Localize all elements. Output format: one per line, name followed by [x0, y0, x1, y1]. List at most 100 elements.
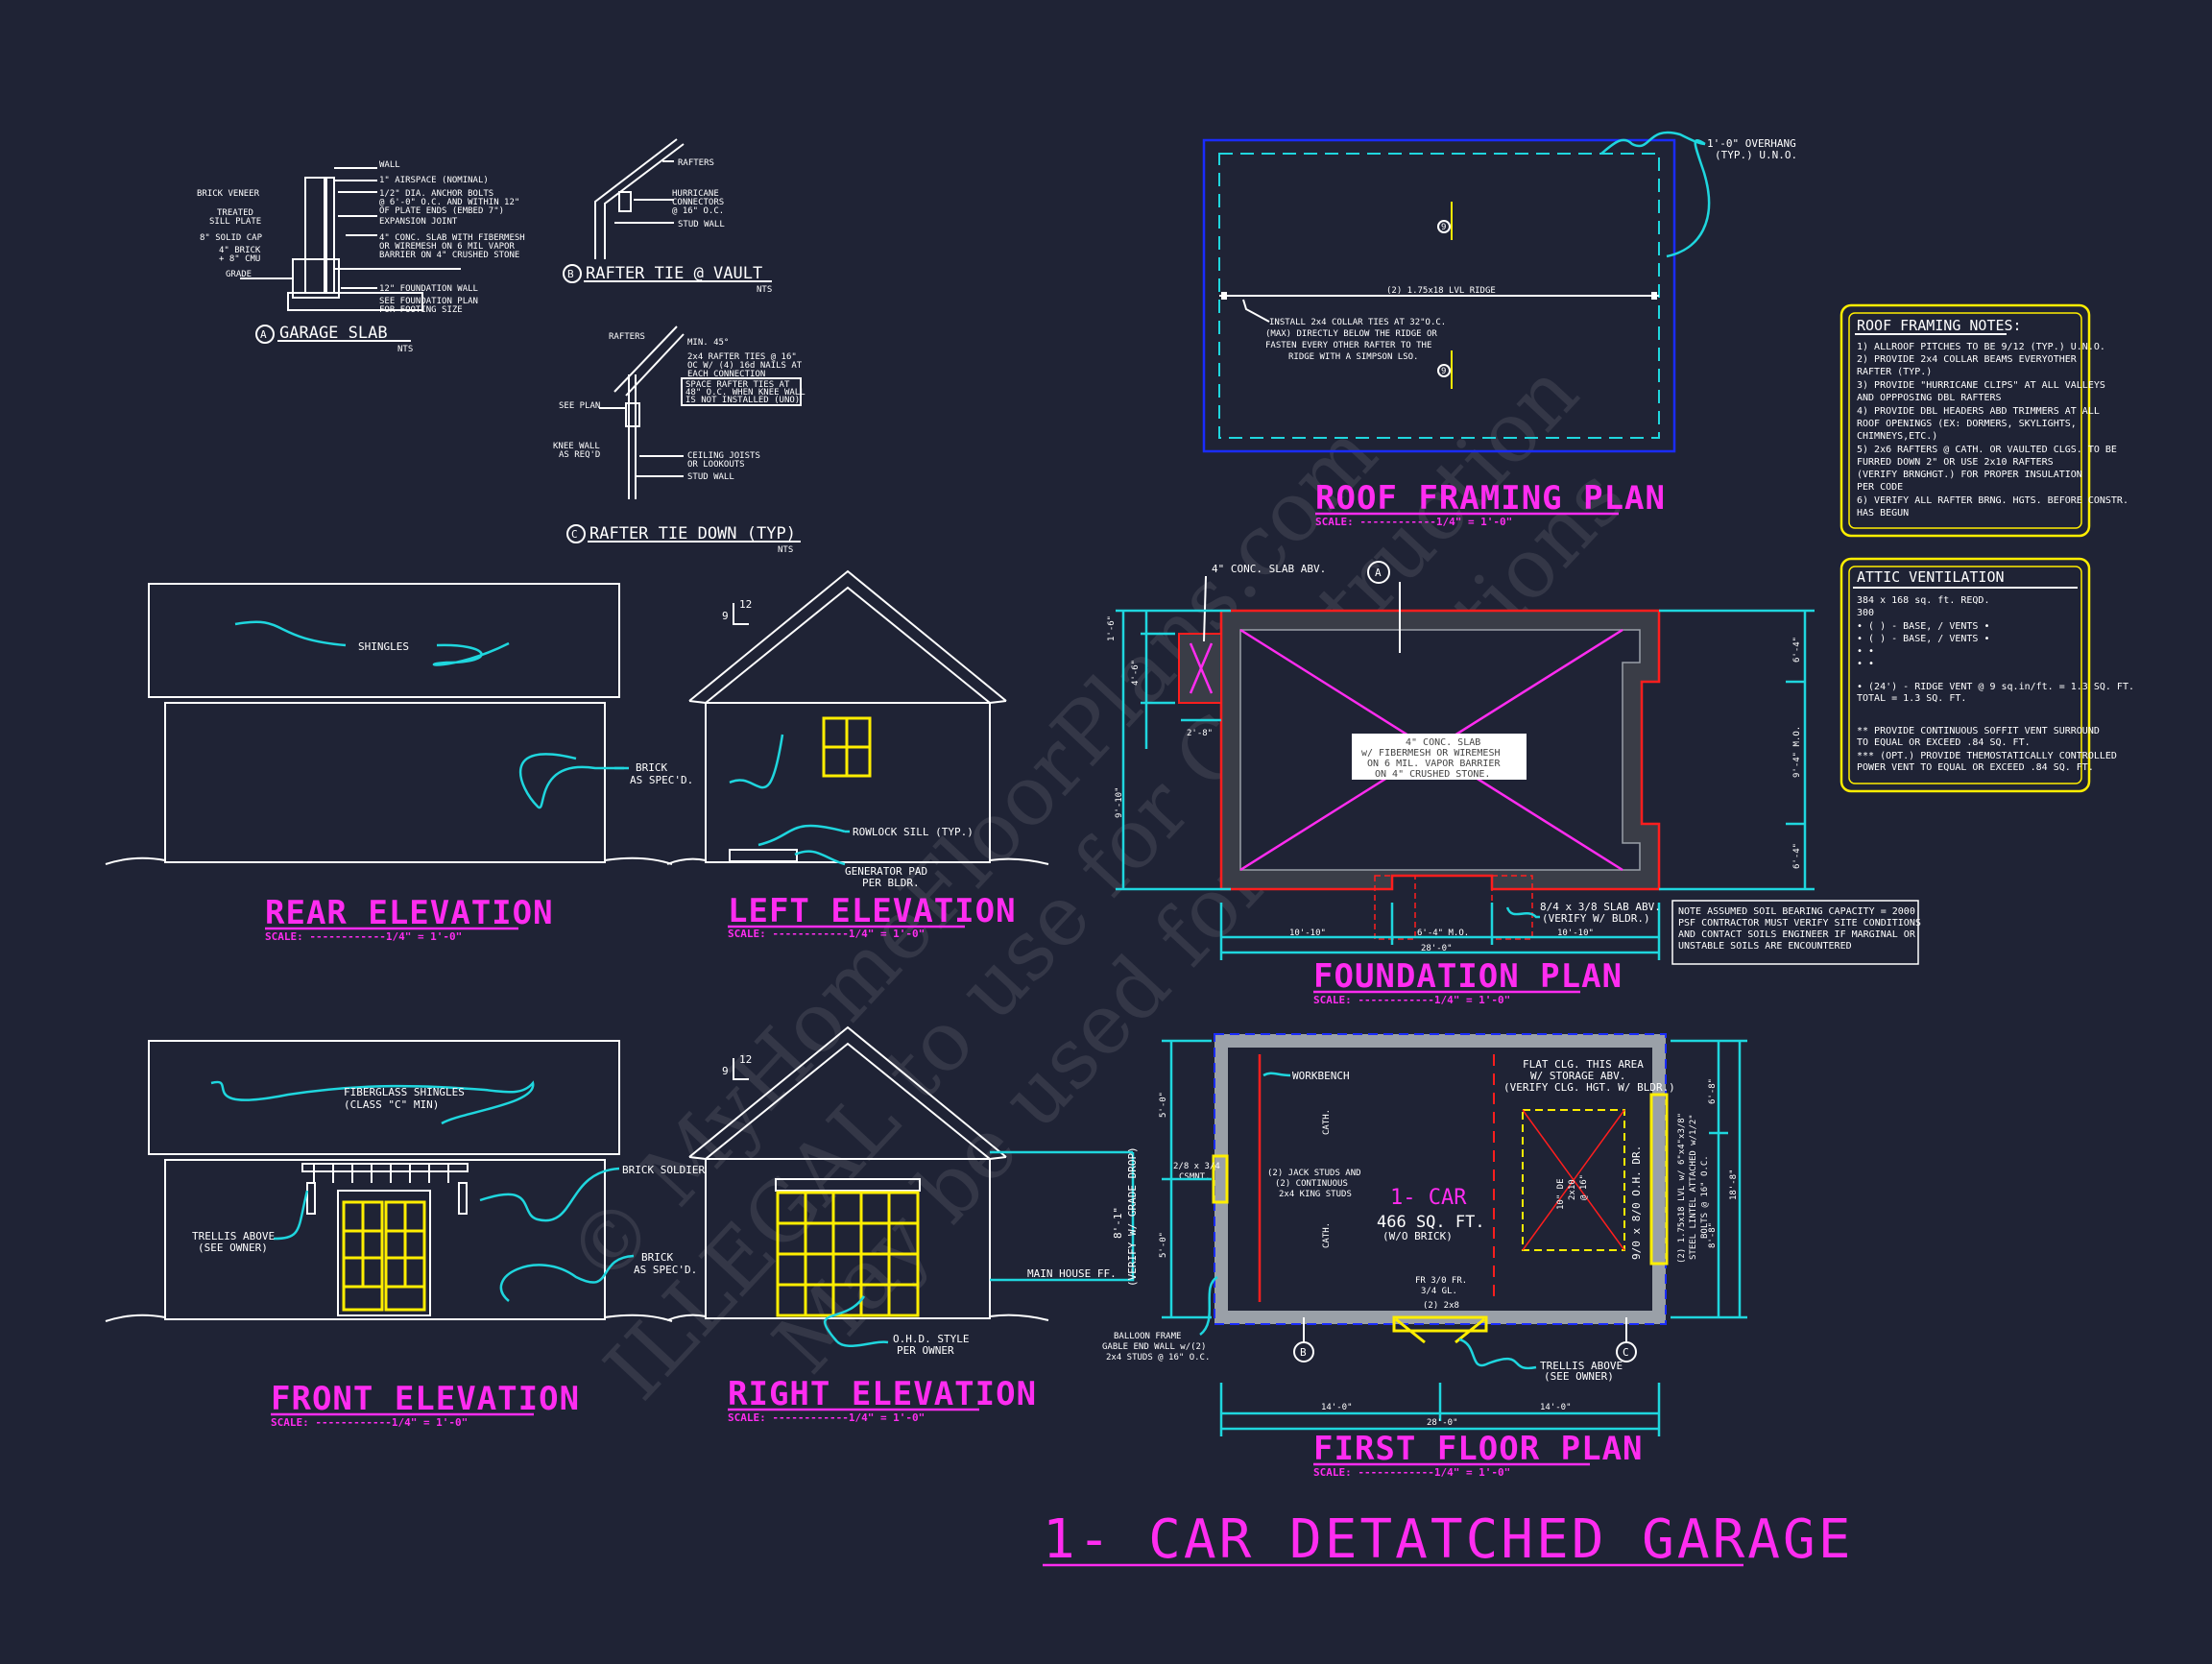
attic-line-4: • ( ) - BASE, / VENTS •: [1857, 634, 1989, 644]
front-scale: SCALE: ------------1/4" = 1'-0": [271, 1416, 468, 1429]
slab-marker-circle: [255, 325, 275, 344]
right-door-soldier: [775, 1178, 921, 1192]
roof-note-4: 3) PROVIDE "HURRICANE CLIPS" AT ALL VALL…: [1857, 380, 2105, 391]
casement-window: [1212, 1154, 1229, 1204]
front-label-trellis: TRELLIS ABOVE: [192, 1230, 275, 1242]
roof-collar-note-4: RIDGE WITH A SIMPSON LSO.: [1288, 352, 1418, 362]
front-wall: [164, 1159, 606, 1320]
vault-marker: B: [567, 268, 574, 280]
left-scale: SCALE: ------------1/4" = 1'-0": [728, 928, 925, 940]
foundation-bottom-dim-1: 10'-10": [1289, 928, 1326, 938]
floor-grid-c-label: C: [1623, 1346, 1629, 1359]
foundation-right-dim-3: 6'-4": [1792, 843, 1802, 869]
attic-line-10: ** PROVIDE CONTINUOUS SOFFIT VENT SURROU…: [1857, 726, 2100, 736]
front-door-muntins: [344, 1202, 424, 1289]
soil-note-2: PSF CONTRACTOR MUST VERIFY SITE CONDITIO…: [1678, 918, 1921, 928]
roof-framing-plan: (2) 1.75x18 LVL RIDGE 9 9 INSTALL 2x4 CO…: [1202, 131, 1797, 528]
front-grade: [105, 1314, 673, 1322]
right-label-mainhouse: MAIN HOUSE FF.: [1027, 1267, 1117, 1280]
floor-right-dim-2: 8'-8": [1708, 1222, 1718, 1248]
right-pitch-rise: 9: [722, 1065, 729, 1077]
slab-marker: A: [260, 328, 267, 341]
tiedown-label-12: CEILING JOISTS: [687, 451, 760, 461]
rear-scale: SCALE: ------------1/4" = 1'-0": [265, 930, 462, 943]
vault-label-5: STUD WALL: [678, 220, 725, 229]
floor-label-gl: 3/4 GL.: [1421, 1287, 1457, 1296]
roof-note-5: AND OPPPOSING DBL RAFTERS: [1857, 393, 2002, 403]
slab-left-label-1: BRICK VENEER: [197, 189, 260, 199]
front-label-brick-2: AS SPEC'D.: [634, 1264, 697, 1276]
floor-grid-b-label: B: [1300, 1346, 1307, 1359]
tiedown-label-9: SEE PLAN: [559, 401, 600, 411]
floor-label-cath-1: CATH.: [1322, 1109, 1332, 1135]
tiedown-label-11: AS REQ'D: [559, 450, 600, 460]
left-label-sill: ROWLOCK SILL (TYP.): [853, 826, 974, 838]
left-label-pad-2: PER BLDR.: [862, 877, 920, 889]
floor-label-trellis-2: (SEE OWNER): [1544, 1370, 1614, 1383]
front-elevation-title: FRONT ELEVATION: [271, 1380, 580, 1418]
front-trellis: [301, 1163, 469, 1172]
roof-plan-title: ROOF FRAMING PLAN: [1315, 479, 1666, 518]
roof-collar-note-1: INSTALL 2x4 COLLAR TIES AT 32"O.C.: [1269, 318, 1446, 327]
attic-line-1: 384 x 168 sq. ft. REQD.: [1857, 595, 1989, 606]
right-label-verify: (VERIFY W/ GRADE DROP): [1126, 1146, 1139, 1287]
right-elevation: 9 12 MAIN HOUSE FF. 8'-1" (VERIFY W/ GRA…: [666, 1025, 1139, 1424]
foundation-bottom-dim-3: 10'-10": [1557, 928, 1594, 938]
floor-label-ohdoor: 9/0 x 8/0 O.H. DR.: [1630, 1146, 1643, 1260]
detail-garage-slab: WALL 1" AIRSPACE (NOMINAL) 1/2" DIA. ANC…: [197, 160, 525, 354]
left-roof-inner: [705, 586, 991, 704]
foundation-left-dim-1: 1'-6": [1107, 615, 1117, 641]
left-pad-leader: [794, 850, 846, 866]
right-grade: [666, 1314, 1049, 1321]
roof-pitch-mark-1: 9: [1441, 223, 1446, 232]
floor-bottom-dim-3: 28'-0": [1427, 1418, 1458, 1428]
slab-label-12: FOR FOOTING SIZE: [379, 305, 463, 315]
left-pitch-run: 12: [739, 598, 752, 611]
floor-label-jack-2: (2) CONTINUOUS: [1275, 1179, 1348, 1189]
tiedown-title: RAFTER TIE DOWN (TYP): [589, 524, 796, 543]
foundation-step-2: (VERIFY W/ BLDR.): [1542, 912, 1650, 925]
vault-marker-circle: [563, 264, 582, 283]
foundation-right-dim-1: 6'-4": [1792, 637, 1802, 663]
foundation-grid-a: [1367, 561, 1390, 584]
foundation-note-2: w/ FIBERMESH OR WIREMESH: [1361, 748, 1501, 759]
floor-label-workbench: WORKBENCH: [1292, 1070, 1350, 1082]
attic-ventilation-panel: ATTIC VENTILATION 384 x 168 sq. ft. REQD…: [1839, 557, 2134, 793]
tiedown-label-6: SPACE RAFTER TIES AT: [685, 380, 790, 390]
right-grade-dim: [1022, 1152, 1135, 1282]
floor-label-lvl-3: BOLTS @ 16" O.C.: [1700, 1155, 1710, 1239]
slab-footing: [287, 292, 423, 311]
roof-notes-panel: ROOF FRAMING NOTES: 1) ALLROOF PITCHES T…: [1839, 303, 2128, 538]
rear-shingle-leader: [234, 620, 510, 666]
soil-note-box: [1671, 900, 1919, 965]
roof-note-2: 2) PROVIDE 2x4 COLLAR BEAMS EVERYOTHER: [1857, 354, 2078, 365]
rear-label-shingles: SHINGLES: [358, 640, 409, 653]
soil-note-3: AND CONTACT SOILS ENGINEER IF MARGINAL O…: [1678, 929, 1916, 940]
left-elevation: 9 12 BRICK AS SPEC'D. ROWLOCK SILL (TYP.…: [518, 569, 1049, 940]
front-brick-leader: [499, 1254, 635, 1302]
left-sill-leader: [757, 824, 850, 847]
slab-left-label-3: SILL PLATE: [209, 217, 261, 227]
detail-rafter-tie-vault: RAFTERS HURRICANE CONNECTORS @ 16" O.C. …: [563, 138, 772, 295]
attic-title: ATTIC VENTILATION: [1857, 568, 2005, 586]
right-pitch-run: 12: [739, 1053, 752, 1066]
french-door-opening: [1392, 1315, 1488, 1333]
slab-label-3: 1/2" DIA. ANCHOR BOLTS: [379, 189, 493, 199]
front-label-shingles-2: (CLASS "C" MIN): [344, 1098, 439, 1111]
roof-ridge-label: (2) 1.75x18 LVL RIDGE: [1386, 286, 1496, 296]
floor-right-dim-3: 18'-8": [1729, 1169, 1739, 1200]
foundation-step-1: 8/4 x 3/8 SLAB ABV.: [1540, 901, 1661, 913]
right-label-ohd: O.H.D. STYLE: [893, 1333, 969, 1345]
floor-bottom-dim-1: 14'-0": [1321, 1403, 1353, 1412]
right-wall: [705, 1158, 991, 1319]
floor-label-lvl-2: STEEL LINTEL ATTACHED w/1/2": [1689, 1114, 1698, 1260]
roof-note-13: 6) VERIFY ALL RAFTER BRNG. HGTS. BEFORE …: [1857, 495, 2128, 506]
tiedown-marker-circle: [566, 524, 586, 543]
floor-right-dim-1: 6'-8": [1708, 1078, 1718, 1104]
roof-note-11: (VERIFY BRNGHGT.) FOR PROPER INSULATION: [1857, 470, 2082, 480]
slab-label-11: SEE FOUNDATION PLAN: [379, 297, 478, 306]
attic-line-6: • •: [1857, 659, 1874, 669]
foundation-note-box: [1352, 734, 1527, 780]
vault-connector: [618, 191, 632, 212]
roof-note-6: 4) PROVIDE DBL HEADERS ABD TRIMMERS AT A…: [1857, 406, 2100, 417]
